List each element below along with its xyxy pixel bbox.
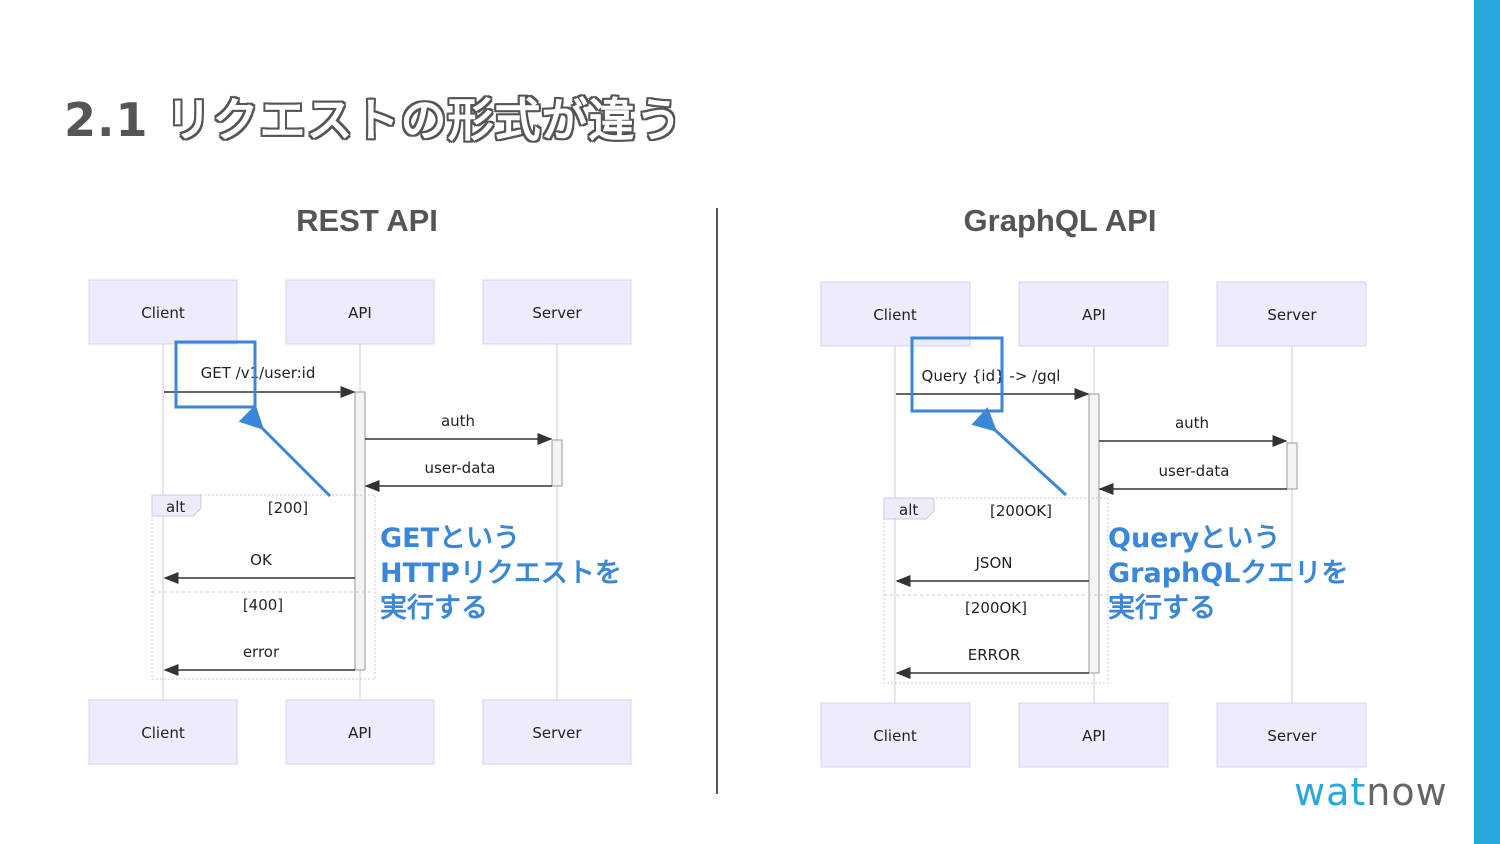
gql-msg-request-label: Query {id} -> /gql <box>922 367 1061 385</box>
rest-alt-tag <box>151 494 202 517</box>
gql-highlight-box <box>910 336 1004 413</box>
gql-alt-cond-1: [200OK] <box>990 502 1052 520</box>
rest-actor-server-top-label: Server <box>532 304 582 322</box>
rest-alt-cond-2: [400] <box>243 596 283 614</box>
rest-actor-server-top <box>482 279 632 345</box>
rest-actor-client-bottom <box>88 699 238 765</box>
slide-title-number: 2.1 <box>64 93 149 147</box>
panel-divider <box>716 208 718 794</box>
rest-alt-frame <box>151 494 376 680</box>
rest-note: GETという HTTPリクエストを 実行する <box>380 521 622 626</box>
rest-alt-cond-1: [200] <box>268 499 308 517</box>
rest-actor-api-top <box>285 279 435 345</box>
gql-actor-client-top-label: Client <box>873 306 917 324</box>
rest-activation-server <box>551 439 563 487</box>
rest-actor-api-bottom-label: API <box>348 724 372 742</box>
rest-msg-ok-label: OK <box>250 551 273 569</box>
rest-actor-api-top-label: API <box>348 304 372 322</box>
rest-note-line-1: GETという <box>380 523 521 554</box>
gql-actor-client-top <box>820 281 971 347</box>
graphql-note-line-2: GraphQLクエリを <box>1108 558 1349 589</box>
gql-msg-ok-label: JSON <box>975 554 1013 572</box>
slide-title-text: リクエストの形式が違う <box>165 93 683 147</box>
rest-highlight-box <box>174 340 257 409</box>
rest-msg-request-label: GET /v1/user:id <box>201 364 316 382</box>
gql-alt-tag <box>883 497 935 520</box>
rest-note-line-3: 実行する <box>380 593 488 624</box>
gql-actor-api-bottom-label: API <box>1082 727 1106 745</box>
rest-actor-api-bottom <box>285 699 435 765</box>
graphql-heading: GraphQL API <box>963 203 1157 238</box>
gql-msg-error-label: ERROR <box>968 646 1021 664</box>
logo-now: now <box>1366 770 1448 814</box>
gql-highlight-arrow <box>971 406 1068 497</box>
rest-heading: REST API <box>296 203 438 238</box>
gql-actor-server-top-label: Server <box>1267 306 1317 324</box>
gql-alt-label: alt <box>899 501 918 519</box>
rest-msg-error-label: error <box>243 643 280 661</box>
watnow-logo: watnow <box>1294 770 1448 814</box>
graphql-note-line-3: 実行する <box>1108 593 1216 624</box>
graphql-note-line-1: Queryという <box>1108 523 1281 554</box>
rest-activation-api <box>354 391 366 671</box>
gql-actor-server-top <box>1216 281 1367 347</box>
rest-actor-server-bottom-label: Server <box>532 724 582 742</box>
graphql-diagram: Client API Server alt [200OK] [200OK] Qu… <box>820 281 1367 768</box>
rest-msg-userdata-label: user-data <box>425 459 496 477</box>
rest-msg-auth-label: auth <box>441 412 475 430</box>
accent-side-bar <box>1474 0 1500 844</box>
rest-diagram: Client API Server alt [200] [400] GET /v… <box>88 279 632 765</box>
gql-actor-server-bottom <box>1216 702 1367 768</box>
gql-alt-frame <box>883 497 1109 684</box>
rest-actor-client-top <box>88 279 238 345</box>
slide-title: 2.1 リクエストの形式が違う <box>64 84 683 150</box>
gql-msg-userdata-label: user-data <box>1159 462 1230 480</box>
gql-alt-cond-2: [200OK] <box>965 599 1027 617</box>
rest-note-line-2: HTTPリクエストを <box>380 558 622 589</box>
rest-actor-client-bottom-label: Client <box>141 724 185 742</box>
rest-actor-server-bottom <box>482 699 632 765</box>
gql-actor-client-bottom-label: Client <box>873 727 917 745</box>
gql-actor-api-top-label: API <box>1082 306 1106 324</box>
rest-highlight-arrow <box>238 404 332 498</box>
gql-activation-api <box>1088 393 1100 674</box>
gql-actor-api-bottom <box>1018 702 1169 768</box>
gql-msg-auth-label: auth <box>1175 414 1209 432</box>
graphql-note: Queryという GraphQLクエリを 実行する <box>1108 521 1348 626</box>
rest-actor-client-top-label: Client <box>141 304 185 322</box>
rest-alt-label: alt <box>166 498 185 516</box>
gql-activation-server <box>1286 442 1298 490</box>
gql-actor-client-bottom <box>820 702 971 768</box>
logo-wat: wat <box>1294 770 1367 814</box>
gql-actor-api-top <box>1018 281 1169 347</box>
gql-actor-server-bottom-label: Server <box>1267 727 1317 745</box>
